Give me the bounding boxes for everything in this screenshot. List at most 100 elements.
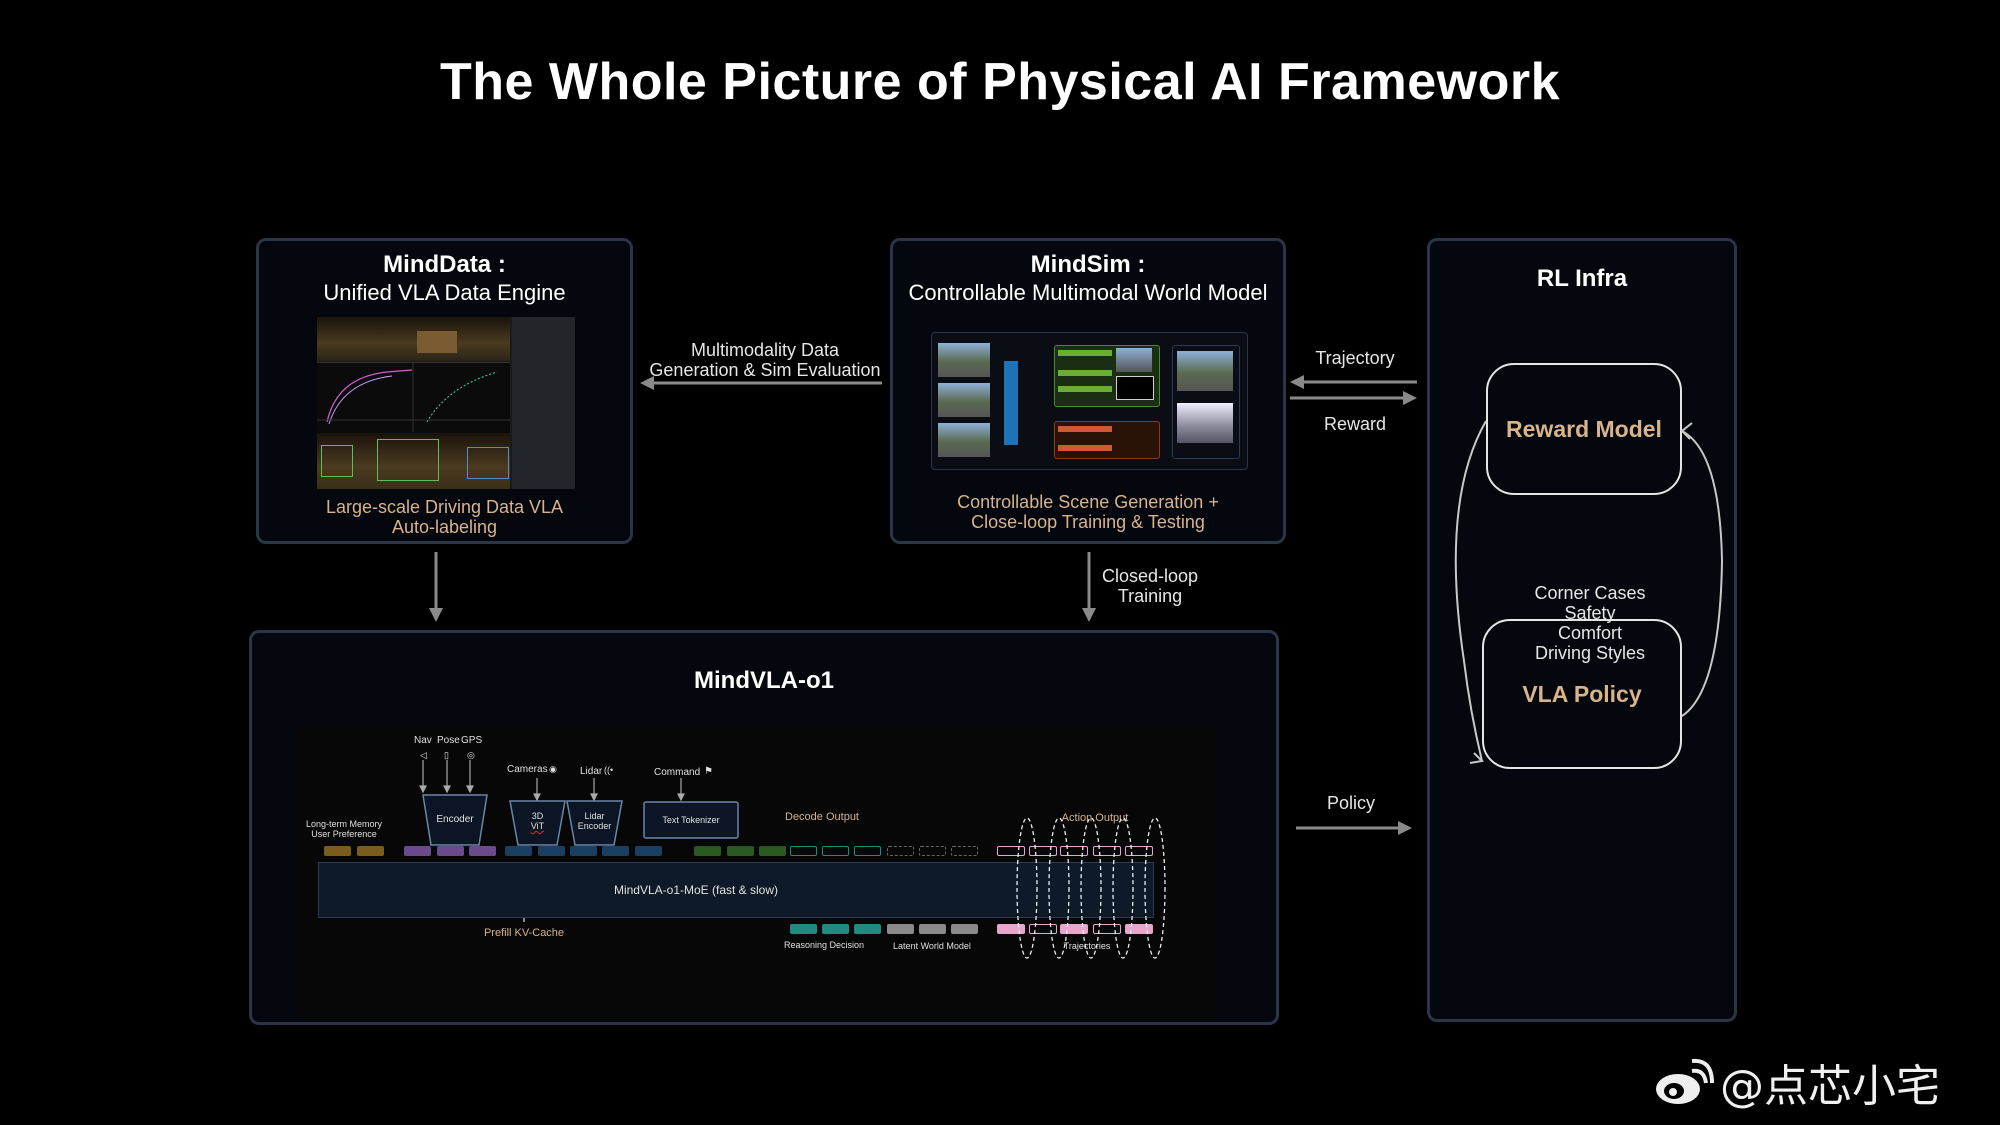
trajectory-token — [1060, 924, 1088, 934]
rl-loop-arrows — [1454, 420, 1724, 764]
vision-token — [505, 846, 532, 856]
mindvla-title: MindVLA-o1 — [694, 667, 834, 694]
rl-infra-panel: RL Infra Reward Model VLA Policy Corner … — [1427, 238, 1737, 1022]
prefill-kv-cache-label: Prefill KV-Cache — [483, 927, 565, 939]
lidar-label: Lidar — [580, 766, 603, 777]
encoder-token — [469, 846, 496, 856]
encoder-token — [437, 846, 464, 856]
action-output-label: Action Output — [1061, 812, 1129, 824]
mindsim-caption: Controllable Scene Generation + Close-lo… — [957, 492, 1219, 532]
vision-token — [635, 846, 662, 856]
latent-world-token — [951, 924, 978, 934]
encoder-block — [422, 794, 488, 846]
watermark: @点芯小宅 — [1652, 1050, 1940, 1114]
action-token — [1029, 846, 1057, 856]
policy-label: Policy — [1326, 793, 1375, 813]
mindsim-panel: MindSim : Controllable Multimodal World … — [890, 238, 1286, 544]
text-token — [727, 846, 754, 856]
decode-token — [822, 846, 849, 856]
reasoning-token — [854, 924, 881, 934]
encoder-label: Encoder — [436, 814, 474, 825]
closed-loop-label: Closed-loop Training — [1101, 566, 1199, 606]
text-tokenizer-label: Text Tokenizer — [662, 815, 720, 825]
multimodality-label: Multimodality Data Generation & Sim Eval… — [649, 340, 881, 380]
vla-policy-label: VLA Policy — [1522, 680, 1642, 707]
decode-output-label: Decode Output — [785, 811, 859, 823]
moe-label: MindVLA-o1-MoE (fast & slow) — [613, 883, 779, 897]
trajectories-label: Trajectories — [1063, 941, 1111, 951]
action-token — [997, 846, 1025, 856]
decode-token — [854, 846, 881, 856]
reward-model-label: Reward Model — [1506, 415, 1662, 442]
vision-token — [602, 846, 629, 856]
reasoning-token — [822, 924, 849, 934]
vision-token — [538, 846, 565, 856]
text-tokenizer-block — [643, 801, 739, 839]
reward-label: Reward — [1323, 414, 1387, 434]
trajectory-label: Trajectory — [1315, 348, 1395, 368]
loop-3 — [1080, 817, 1102, 959]
mindvla-architecture: Nav Pose GPS ◁ ▯ ◎ Cameras ◉ Lidar ((• C… — [297, 728, 1217, 1018]
trajectory-plot — [317, 362, 510, 432]
page-title: The Whole Picture of Physical AI Framewo… — [439, 53, 1560, 111]
mindsim-world-model-diagram — [931, 332, 1248, 470]
mindvla-panel: MindVLA-o1 Nav Pose GPS ◁ ▯ ◎ Cameras ◉ … — [249, 630, 1279, 1025]
latent-world-token — [887, 924, 914, 934]
trajectory-token — [1125, 924, 1153, 934]
moe-backbone: MindVLA-o1-MoE (fast & slow) — [318, 862, 1154, 918]
minddata-autolabel-image — [317, 317, 575, 489]
command-label: Command — [654, 767, 701, 778]
mindvla-lines — [331, 760, 739, 922]
trajectory-token — [1093, 924, 1121, 934]
lidar-encoder-block — [566, 800, 623, 846]
minddata-panel: MindData : Unified VLA Data Engine Large… — [256, 238, 633, 544]
command-icon: ⚑ — [704, 766, 713, 777]
latent-token — [951, 846, 978, 856]
action-token — [1093, 846, 1121, 856]
vision-token — [570, 846, 597, 856]
memory-token — [357, 846, 384, 856]
lidar-icon: ((• — [604, 765, 614, 775]
latent-token — [919, 846, 946, 856]
reasoning-decision-label: Reasoning Decision — [783, 940, 865, 950]
mindsim-title: MindSim : Controllable Multimodal World … — [908, 251, 1268, 305]
gps-icon: ◎ — [467, 750, 475, 760]
reasoning-token — [790, 924, 817, 934]
trajectory-token — [997, 924, 1025, 934]
action-token — [1060, 846, 1088, 856]
reward-model-box: Reward Model — [1486, 363, 1682, 495]
encoder-token — [404, 846, 431, 856]
minddata-title: MindData : Unified VLA Data Engine — [323, 251, 566, 305]
policy-to-reward-arrow — [1681, 430, 1724, 717]
weibo-icon — [1656, 1058, 1714, 1104]
loop-2 — [1048, 817, 1070, 959]
text-token — [694, 846, 721, 856]
text-token — [759, 846, 786, 856]
camera-icon: ◉ — [549, 764, 557, 774]
trajectory-token — [1029, 924, 1057, 934]
rl-criteria-list: Corner Cases Safety Comfort Driving Styl… — [1534, 583, 1646, 663]
action-token — [1125, 846, 1153, 856]
autoregressive-loops — [1016, 817, 1166, 959]
nav-label: Nav — [414, 735, 432, 746]
memory-token — [324, 846, 351, 856]
pose-icon: ▯ — [444, 750, 449, 760]
gps-label: GPS — [461, 735, 483, 746]
loop-5 — [1144, 817, 1166, 959]
loop-1 — [1016, 817, 1038, 959]
minddata-caption: Large-scale Driving Data VLA Auto-labeli… — [325, 497, 564, 537]
nav-icon: ◁ — [420, 750, 427, 760]
pose-label: Pose — [437, 735, 460, 746]
watermark-text: @点芯小宅 — [1720, 1061, 1940, 1112]
latent-world-token — [919, 924, 946, 934]
latent-world-model-label: Latent World Model — [893, 941, 971, 951]
decode-token — [790, 846, 817, 856]
reward-to-policy-arrow — [1454, 420, 1487, 762]
loop-4 — [1112, 817, 1134, 959]
cameras-label: Cameras — [507, 764, 548, 775]
latent-token — [887, 846, 914, 856]
vla-policy-box: VLA Policy — [1482, 619, 1682, 769]
vit-block — [509, 800, 566, 846]
